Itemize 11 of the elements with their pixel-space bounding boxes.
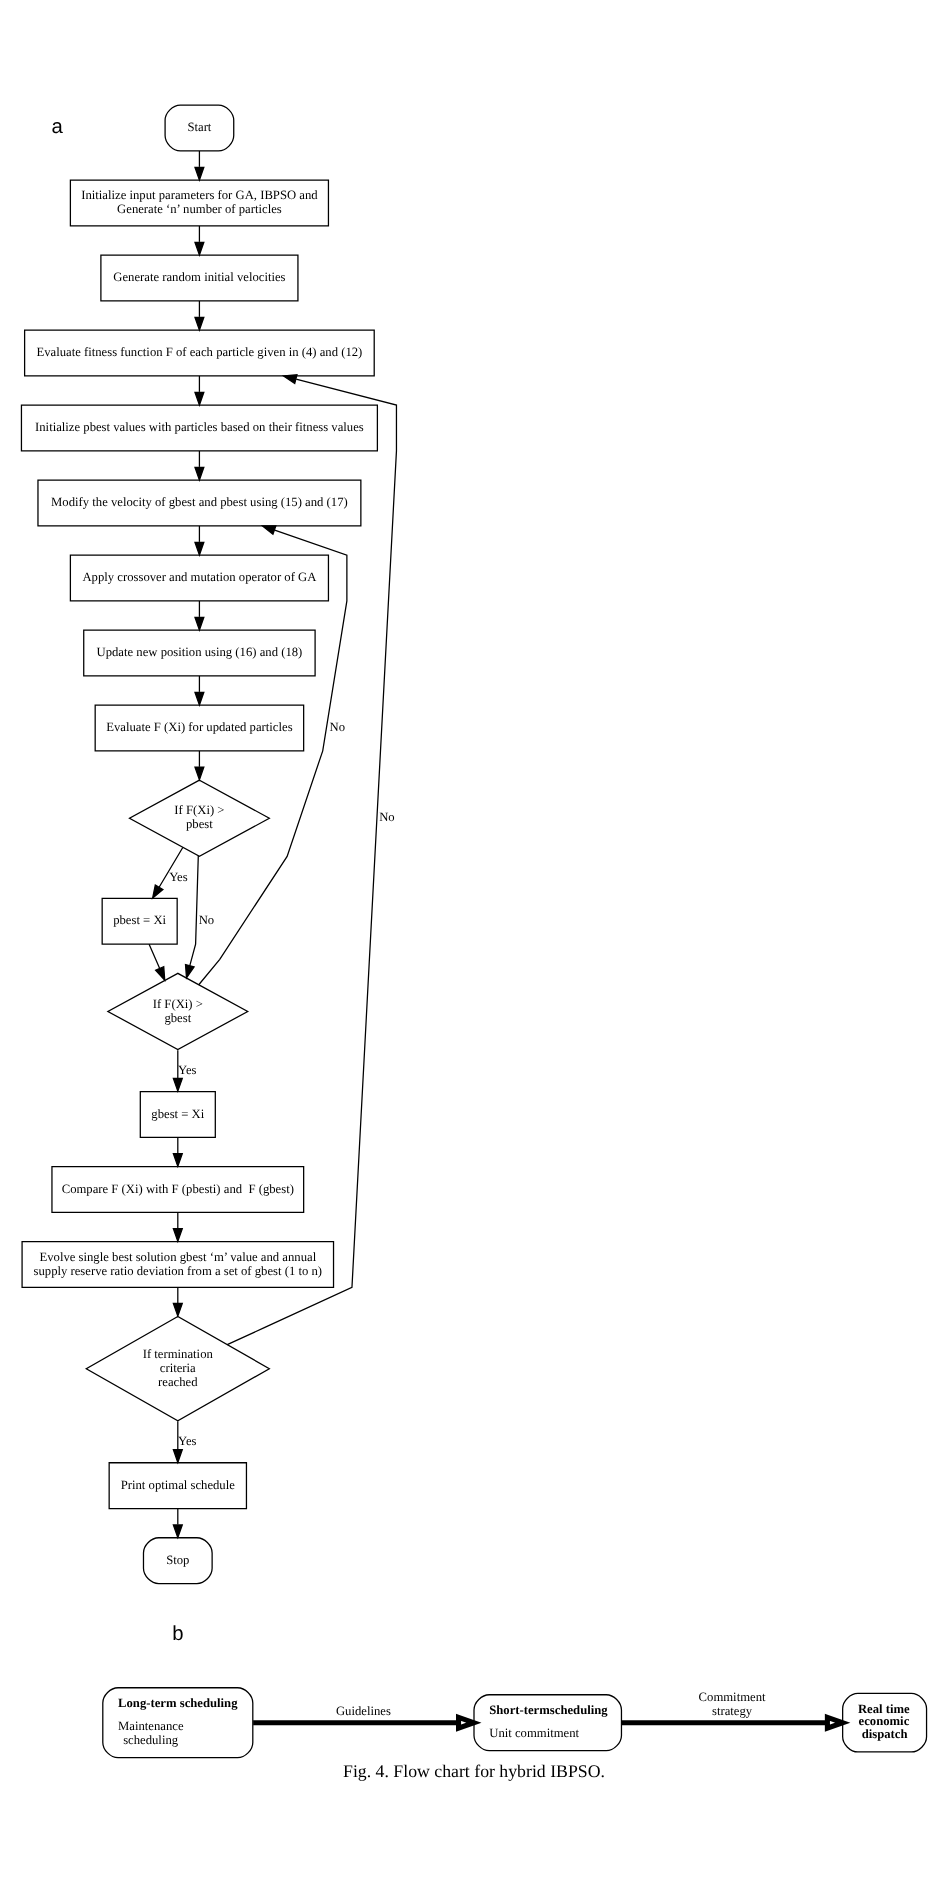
label: b [172,1623,184,1646]
arrow [226,373,398,1345]
arrow [184,854,199,979]
caption: Fig. 4. Flow chart for hybrid IBPSO. [343,1760,605,1780]
arrow [151,845,184,899]
label: a [51,115,63,138]
arrow [621,1712,851,1731]
arrow [253,1712,482,1731]
arrow [172,1048,184,1093]
arrow [148,942,166,981]
arrow [172,1419,184,1464]
